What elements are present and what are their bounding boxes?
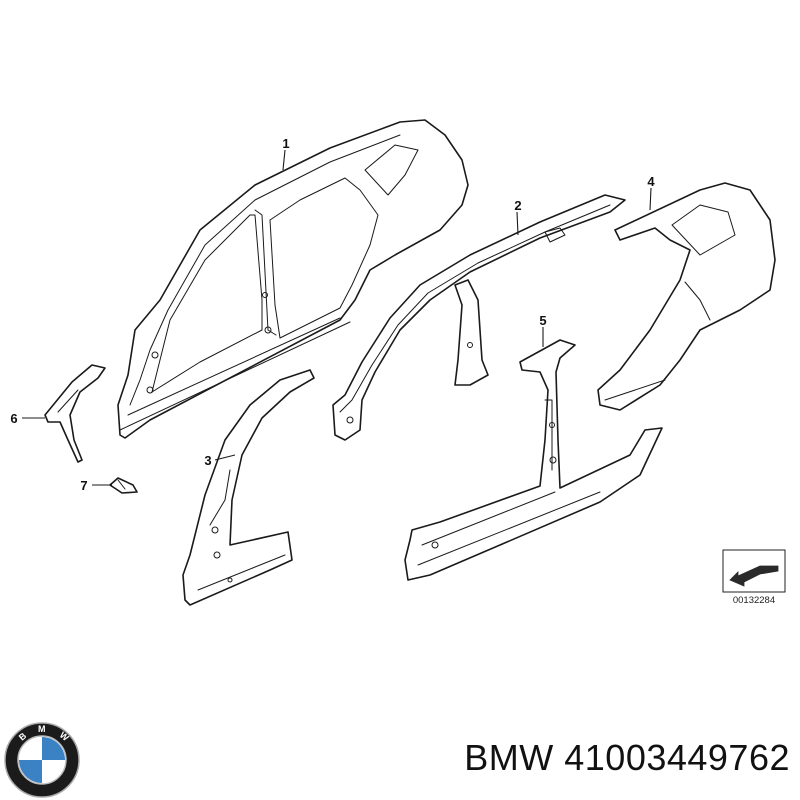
part-1-side-frame [117,119,469,439]
callout-leaders [22,149,652,486]
callout-labels: 1 2 3 4 5 6 7 [10,136,655,493]
reference-box [722,549,786,593]
part-7-clip [109,477,138,494]
part-3-a-pillar [182,369,315,606]
callout-2: 2 [514,198,521,213]
callout-1: 1 [282,136,289,151]
reference-arrow-icon [729,565,779,587]
part-6-bracket [44,364,106,463]
callout-5: 5 [539,313,546,328]
bmw-logo-icon: B M W [4,722,80,798]
reference-number: 00132284 [733,595,775,606]
callout-6: 6 [10,411,17,426]
part-2-roof-frame [332,194,626,441]
diagram-reference: 00132284 [722,549,786,606]
part-4-rear-quarter [597,182,776,411]
svg-text:M: M [38,724,46,734]
part-5-b-pillar-sill [404,339,663,581]
svg-text:B: B [17,730,29,742]
callout-7: 7 [80,478,87,493]
callout-3: 3 [204,453,211,468]
callout-4: 4 [647,174,655,189]
part-number-label: BMW 41003449762 [464,737,790,778]
